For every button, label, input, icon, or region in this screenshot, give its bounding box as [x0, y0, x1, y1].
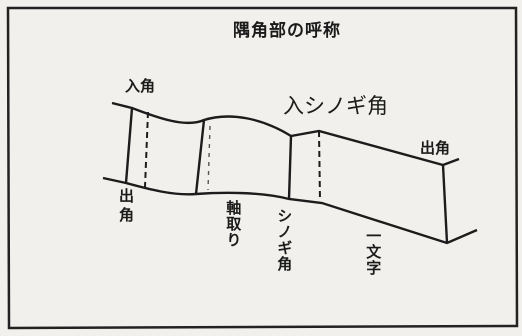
edge-right — [441, 164, 449, 244]
wall-bottom-edge — [102, 176, 478, 245]
label-ichimonji: 一文字 — [364, 228, 383, 276]
label-irisumi-top: 入角 — [125, 77, 156, 95]
label-irisumi-shinogi: 入シノギ角 — [283, 94, 388, 118]
frame-border — [6, 6, 519, 330]
diagram-title: 隅角部の呼称 — [233, 21, 341, 41]
edge-left — [124, 107, 134, 184]
label-desumi-right: 出角 — [420, 139, 451, 157]
label-desumi-left-2: 角 — [119, 206, 135, 224]
dashed-edge-shinogi — [318, 130, 321, 202]
label-desumi-left-1: 出 — [119, 187, 135, 205]
edge-wawadori — [194, 119, 206, 195]
wall-top-edge — [111, 101, 460, 167]
dashed-edge-left — [144, 111, 149, 188]
label-shinogi: シノギ角 — [275, 208, 294, 272]
label-wawadori: 軸取り — [224, 200, 243, 248]
edge-shinogi — [287, 135, 293, 200]
dashed-edge-wawadori — [207, 125, 211, 191]
